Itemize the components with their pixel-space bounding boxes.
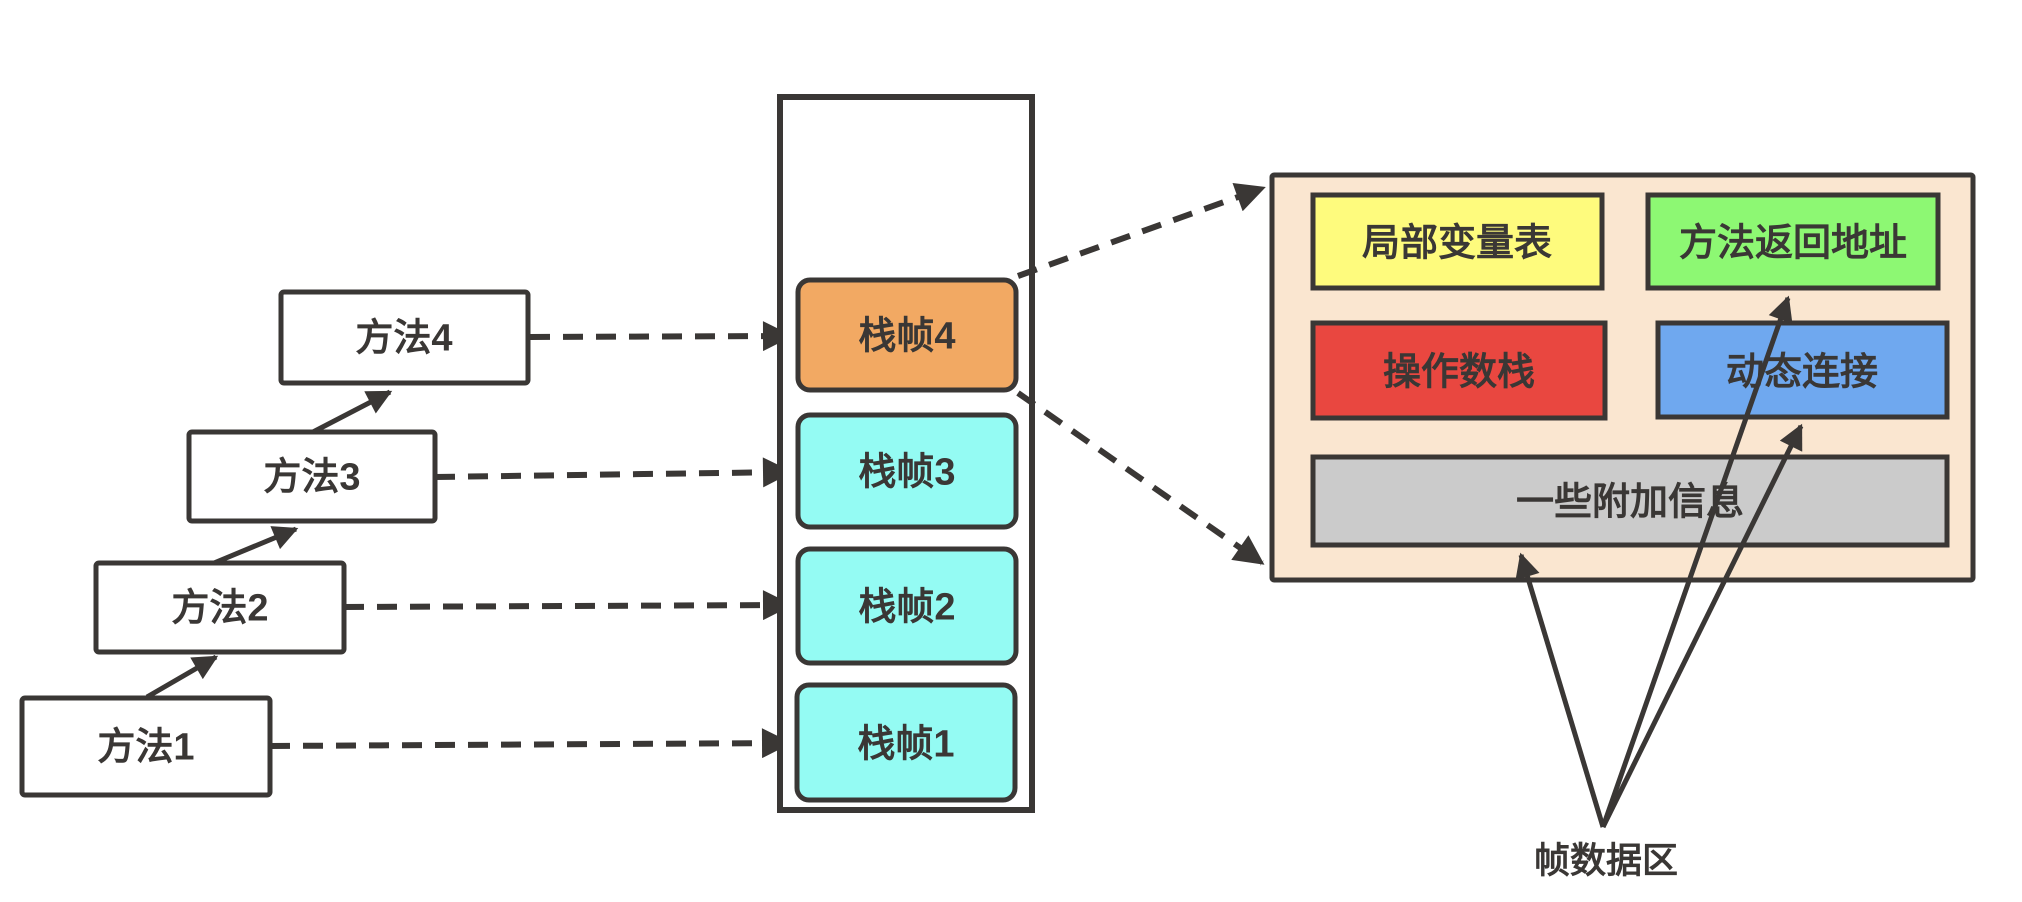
- frame4-to-panel-links: [1016, 183, 1266, 566]
- method-return-address-box: [1645, 192, 1941, 291]
- stack-frame-2-label: 栈帧2: [858, 586, 955, 628]
- dashed-arrow-method2-to-frame2: [343, 590, 793, 621]
- additional-info-label: 一些附加信息: [1516, 481, 1744, 523]
- method-to-frame-links: [269, 321, 793, 759]
- method-box-4-label: 方法4: [355, 317, 452, 359]
- operand-stack-box: [1310, 320, 1608, 421]
- method-box-3-label: 方法3: [263, 456, 360, 498]
- local-variable-table-box: [1310, 192, 1605, 291]
- call-arrow-method3-to-method4: [311, 389, 393, 435]
- frame-data-area-label: 帧数据区: [1534, 840, 1678, 881]
- method-box-4: [278, 289, 531, 386]
- stack-frame-3-label: 栈帧3: [858, 451, 955, 493]
- method-box-1-label: 方法1: [97, 726, 194, 768]
- dashed-arrow-method4-to-frame4: [529, 321, 793, 352]
- annotation-arrow-to-additional-info: [1515, 552, 1606, 828]
- dynamic-link-box: [1655, 320, 1950, 420]
- call-arrow-method1-to-method2: [145, 654, 219, 700]
- vm-stack: 栈帧4 栈帧3 栈帧2 栈帧1: [777, 94, 1035, 813]
- method-call-stack: 方法1 方法2 方法3 方法4: [19, 289, 531, 798]
- frame-detail-panel: 局部变量表 方法返回地址 操作数栈 动态连接 一些附加信息: [1269, 172, 1976, 583]
- stack-frame-4: [795, 277, 1019, 393]
- dashed-arrow-method3-to-frame3: [434, 457, 793, 488]
- dashed-arrow-frame4-to-panel-top: [1016, 183, 1266, 279]
- method-return-address-label: 方法返回地址: [1679, 222, 1907, 264]
- annotation-arrow-to-dynamic-link: [1600, 423, 1804, 829]
- call-arrow-method2-to-method3: [213, 526, 299, 566]
- dashed-arrow-frame4-to-panel-bottom: [1016, 390, 1265, 566]
- stack-frame-3: [795, 412, 1019, 530]
- annotation-arrow-to-return-address: [1600, 295, 1793, 828]
- method-box-2-label: 方法2: [171, 587, 268, 629]
- local-variable-table-label: 局部变量表: [1362, 222, 1552, 264]
- stack-frame-2: [795, 546, 1019, 666]
- operand-stack-label: 操作数栈: [1383, 351, 1535, 393]
- frame-data-area-annotation: 帧数据区: [1515, 295, 1804, 881]
- stack-frame-1-label: 栈帧1: [857, 723, 954, 765]
- dashed-arrow-method1-to-frame1: [269, 728, 792, 759]
- method-box-1: [19, 695, 273, 798]
- stack-frame-4-label: 栈帧4: [858, 315, 955, 357]
- additional-info-box: [1310, 454, 1950, 548]
- stack-frame-1: [794, 682, 1018, 803]
- dynamic-link-label: 动态连接: [1726, 351, 1878, 393]
